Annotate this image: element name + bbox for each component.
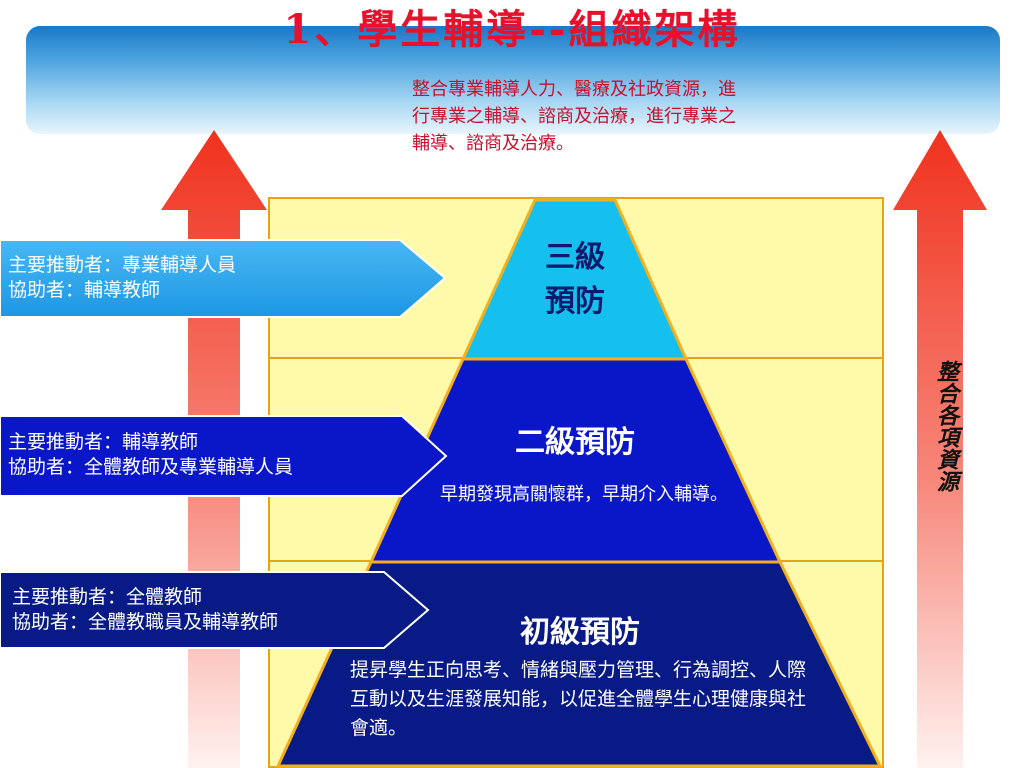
primary-prevention-label: 初級預防: [520, 615, 640, 650]
primary-prevention-tier: [275, 560, 883, 768]
side-box-primary: 主要推動者：全體教師 協助者：全體教職員及輔導教師: [12, 585, 278, 635]
tertiary-resources-note: 整合專業輔導人力、醫療及社政資源，進行專業之輔導、諮商及治療，進行專業之輔導、諮…: [412, 79, 736, 154]
integrate-resources-label: 整合各項資源: [933, 360, 959, 492]
secondary-prevention-label: 二級預防: [515, 425, 635, 460]
header-banner: [26, 26, 1000, 134]
side-box-primary-line1: 主要推動者：全體教師: [12, 586, 203, 608]
side-box-tertiary-line1: 主要推動者：專業輔導人員: [8, 254, 237, 276]
page-title: 1、學生輔導--組織架構: [283, 6, 741, 53]
tertiary-prevention-label: 三級 預防: [520, 236, 630, 324]
side-box-secondary-line1: 主要推動者：輔導教師: [8, 431, 199, 453]
side-box-tertiary: 主要推動者：專業輔導人員 協助者：輔導教師: [8, 253, 236, 303]
side-box-secondary-shape: [0, 415, 448, 497]
side-box-tertiary-shape: [0, 239, 447, 318]
tertiary-label-line2: 預防: [545, 284, 605, 319]
primary-prevention-desc: 提昇學生正向思考、情緒與壓力管理、行為調控、人際互動以及生涯發展知能，以促進全體…: [350, 659, 807, 739]
side-box-secondary: 主要推動者：輔導教師 協助者：全體教師及專業輔導人員: [8, 430, 293, 480]
side-box-tertiary-line2: 協助者：輔導教師: [8, 279, 161, 301]
side-box-primary-shape: [0, 571, 430, 649]
side-box-primary-line2: 協助者：全體教職員及輔導教師: [12, 611, 279, 633]
side-box-secondary-line2: 協助者：全體教師及專業輔導人員: [8, 456, 294, 478]
tertiary-label-line1: 三級: [545, 240, 605, 275]
secondary-prevention-desc: 早期發現高關懷群，早期介入輔導。: [440, 484, 728, 505]
right-upward-arrow: [893, 130, 987, 768]
